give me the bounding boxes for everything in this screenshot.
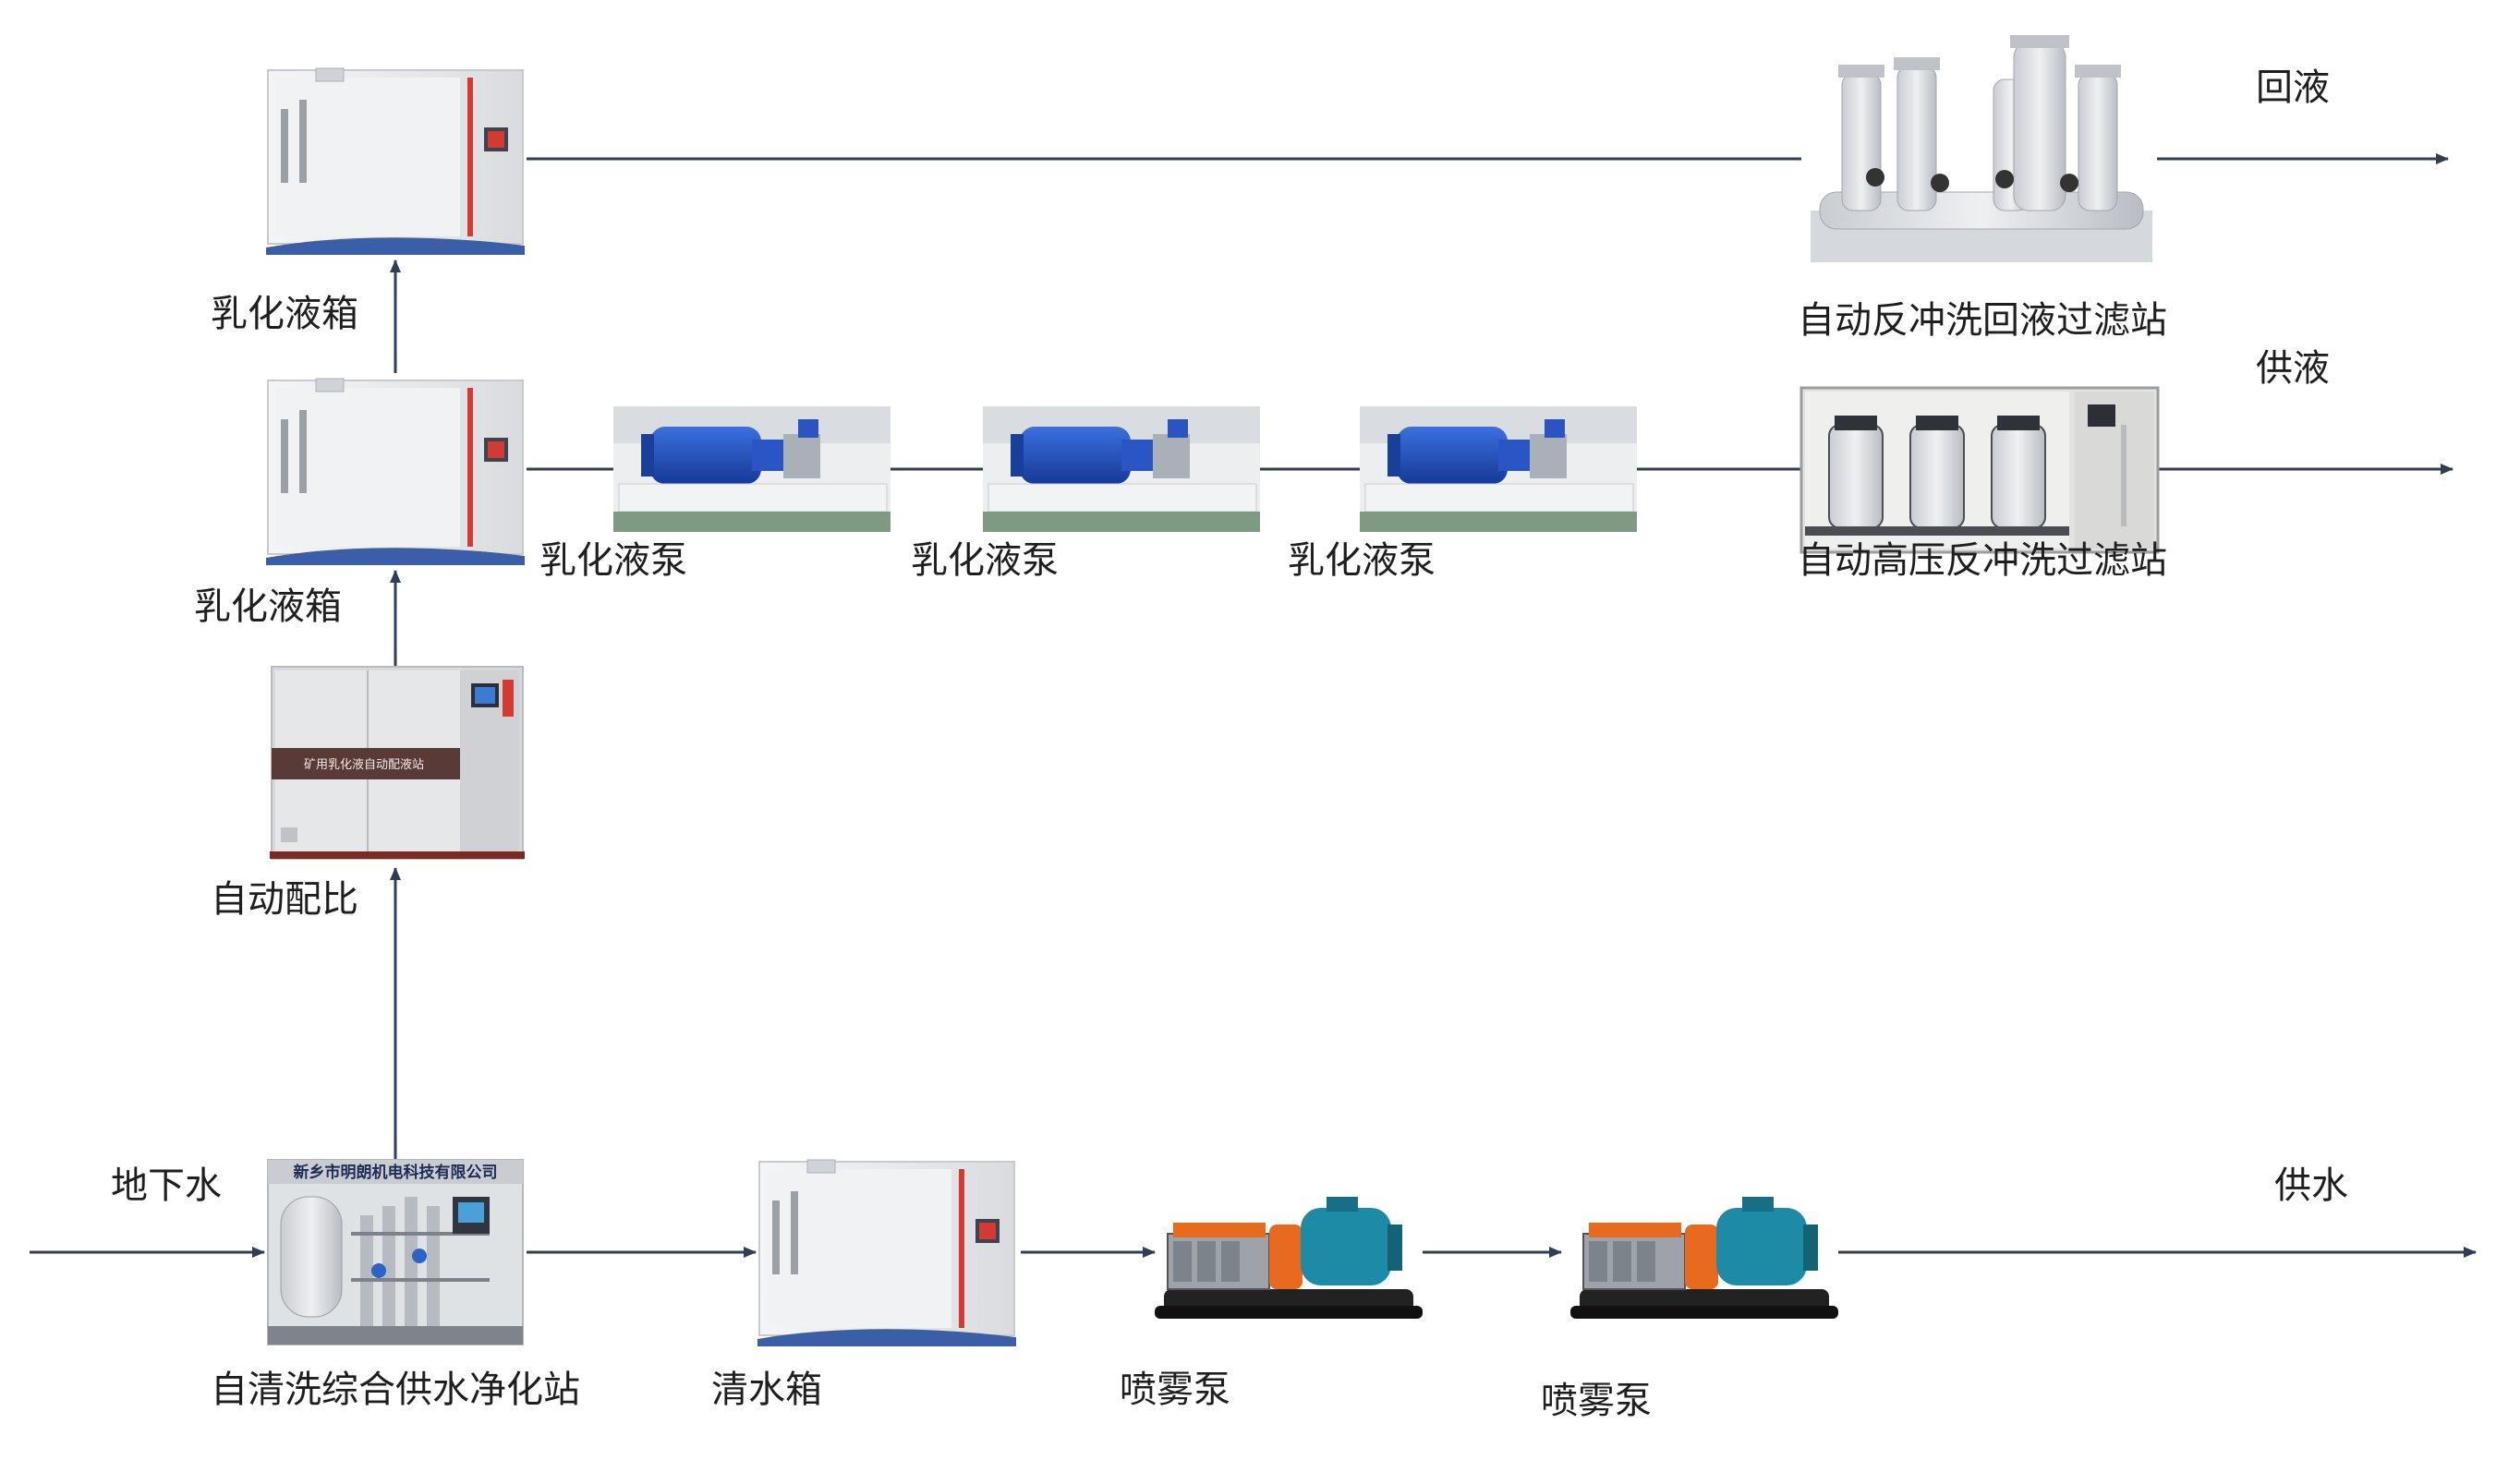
purification-station: 新乡市明朗机电科技有限公司 xyxy=(267,1159,524,1345)
emulsion-pump-2-label: 乳化液泵 xyxy=(911,539,1059,582)
emulsion-tank-mid-label: 乳化液箱 xyxy=(194,585,342,628)
return-filter-station xyxy=(1811,35,2152,262)
water-tank-icon xyxy=(266,378,525,565)
emulsion-pump-3-label: 乳化液泵 xyxy=(1288,539,1436,582)
emulsion-tank-mid xyxy=(266,378,525,565)
water-tank-icon xyxy=(757,1159,1016,1346)
purification-banner: 新乡市明朗机电科技有限公司 xyxy=(294,1163,498,1182)
supply-water-label: 供水 xyxy=(2274,1164,2348,1207)
clean-water-tank xyxy=(757,1159,1016,1346)
spray-pump-1 xyxy=(1155,1197,1423,1319)
hp-filter-station-label: 自动高压反冲洗过滤站 xyxy=(1798,539,2167,582)
groundwater-label: 地下水 xyxy=(111,1164,222,1207)
emulsion-pump-icon xyxy=(1360,406,1637,532)
return-filter-station-label: 自动反冲洗回液过滤站 xyxy=(1798,299,2167,342)
purification-station-label: 自清洗综合供水净化站 xyxy=(211,1369,580,1411)
hp-filter-station xyxy=(1799,386,2160,554)
labels: 乳化液箱 乳化液箱 自动配比 地下水 自清洗综合供水净化站 清水箱 喷雾泵 喷雾… xyxy=(111,66,2348,1422)
auto-ratio-label: 自动配比 xyxy=(211,878,358,921)
spray-pump-2 xyxy=(1570,1197,1838,1319)
emulsion-pump-1 xyxy=(613,406,891,532)
emulsion-tank-top-label: 乳化液箱 xyxy=(211,293,358,335)
filter-station-icon xyxy=(1799,386,2160,554)
emulsion-tank-top xyxy=(266,67,525,255)
emulsion-pump-3 xyxy=(1360,406,1637,532)
auto-ratio-station: 矿用乳化液自动配液站 xyxy=(270,666,525,860)
return-liquid-label: 回液 xyxy=(2256,66,2330,109)
emulsion-pump-icon xyxy=(983,406,1260,532)
filter-station-icon xyxy=(1811,35,2152,262)
emulsion-pump-icon xyxy=(613,406,891,532)
supply-liquid-label: 供液 xyxy=(2256,347,2330,390)
emulsion-pump-1-label: 乳化液泵 xyxy=(539,539,687,582)
spray-pump-icon xyxy=(1570,1197,1838,1319)
spray-pump-icon xyxy=(1155,1197,1423,1319)
spray-pump-2-label: 喷雾泵 xyxy=(1541,1380,1652,1422)
clean-water-tank-label: 清水箱 xyxy=(711,1369,822,1411)
ratio-station-icon xyxy=(270,666,525,860)
spray-pump-1-label: 喷雾泵 xyxy=(1120,1369,1230,1411)
emulsion-pump-2 xyxy=(983,406,1260,532)
ratio-station-sign: 矿用乳化液自动配液站 xyxy=(304,758,424,772)
water-tank-icon xyxy=(266,67,525,255)
purification-station-icon xyxy=(267,1159,524,1345)
